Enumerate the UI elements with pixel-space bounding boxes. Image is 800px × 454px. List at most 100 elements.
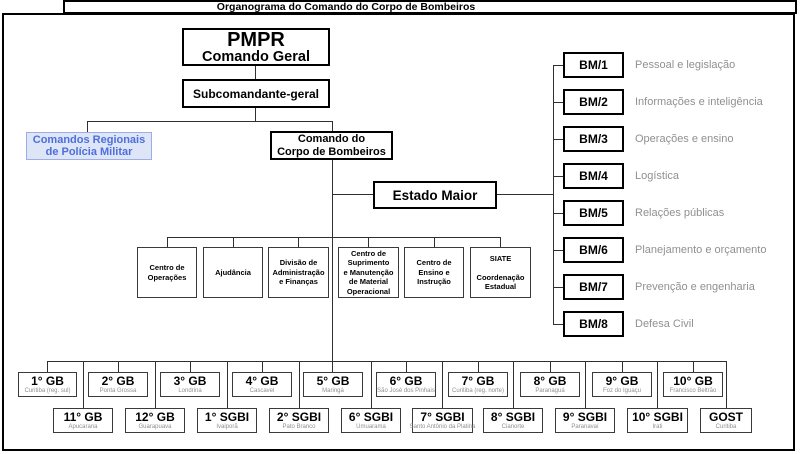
- node-comandos-regionais: Comandos Regionais de Polícia Militar: [26, 132, 152, 160]
- unit-code: 1° SGBI: [204, 410, 250, 424]
- connector-line: [371, 361, 372, 408]
- node-comando-corpo-bombeiros: Comando do Corpo de Bombeiros: [270, 131, 393, 160]
- node-bm-4: BM/4: [563, 163, 624, 189]
- unit-code: 6° GB: [389, 374, 423, 388]
- unit-city: Paranaguá: [535, 388, 565, 394]
- bm-1-label: Pessoal e legislação: [635, 59, 736, 71]
- unit-city: Ponta Grossa: [99, 388, 137, 394]
- bm-5-label: Relações públicas: [635, 207, 725, 219]
- unit-city: Francisco Beltrão: [669, 388, 717, 394]
- connector-line: [553, 139, 563, 140]
- node-centro-ensino: Centro de Ensino e Instrução: [404, 247, 464, 298]
- connector-line: [255, 66, 256, 79]
- unit-code: 10° GB: [673, 374, 713, 388]
- connector-line: [553, 65, 554, 324]
- connector-line: [167, 237, 501, 238]
- bm-3-label: Operações e ensino: [635, 133, 734, 145]
- node-unit: 9° GB Foz do Iguaçu: [592, 372, 652, 397]
- chart-border: [2, 13, 795, 451]
- node-unit: 1° SGBI Ivaiporã: [197, 408, 257, 433]
- connector-line: [553, 65, 563, 66]
- node-bm-1: BM/1: [563, 52, 624, 78]
- unit-city: Cianorte: [501, 424, 525, 430]
- unit-city: Guarapuava: [138, 424, 172, 430]
- connector-line: [553, 250, 563, 251]
- unit-code: 2° GB: [101, 374, 135, 388]
- connector-line: [657, 361, 658, 408]
- connector-line: [118, 361, 119, 372]
- unit-code: 9° SGBI: [562, 410, 608, 424]
- connector-line: [693, 361, 694, 372]
- node-divisao-administracao: Divisão de Administração e Finanças: [268, 247, 329, 298]
- connector-line: [332, 160, 333, 361]
- connector-line: [227, 361, 228, 408]
- chart-title: Organograma do Comando do Corpo de Bombe…: [63, 0, 797, 14]
- connector-line: [553, 324, 563, 325]
- connector-line: [368, 237, 369, 247]
- node-unit: 2° GB Ponta Grossa: [88, 372, 148, 397]
- unit-city: Paranavaí: [571, 424, 599, 430]
- connector-line: [47, 361, 726, 362]
- connector-line: [553, 213, 563, 214]
- connector-line: [726, 361, 727, 408]
- unit-code: 11° GB: [63, 410, 103, 424]
- node-ajudancia: Ajudância: [203, 247, 263, 298]
- bm-6-label: Planejamento e orçamento: [635, 244, 767, 256]
- connector-line: [87, 121, 333, 122]
- connector-line: [87, 121, 88, 132]
- connector-line: [299, 361, 300, 408]
- connector-line: [497, 194, 553, 195]
- bm-8-label: Defesa Civil: [635, 318, 694, 330]
- unit-code: 9° GB: [605, 374, 639, 388]
- connector-line: [500, 237, 501, 247]
- connector-line: [553, 287, 563, 288]
- node-bm-3: BM/3: [563, 126, 624, 152]
- connector-line: [332, 361, 333, 372]
- unit-code: 1° GB: [31, 374, 64, 388]
- unit-code: 8° SGBI: [490, 410, 536, 424]
- node-unit: 6° GB São José dos Pinhais: [376, 372, 436, 397]
- connector-line: [47, 361, 48, 372]
- node-bm-2: BM/2: [563, 89, 624, 115]
- unit-code: 5° GB: [316, 374, 350, 388]
- unit-city: Maringá: [322, 388, 344, 394]
- connector-line: [478, 361, 479, 372]
- node-unit: 12° GB Guarapuava: [125, 408, 185, 433]
- connector-line: [553, 102, 563, 103]
- unit-code: 8° GB: [533, 374, 567, 388]
- connector-line: [434, 237, 435, 247]
- unit-code: 10° SGBI: [632, 410, 683, 424]
- node-centro-operacoes: Centro de Operações: [137, 247, 197, 298]
- node-unit: 8° GB Paranaguá: [520, 372, 580, 397]
- connector-line: [442, 361, 443, 408]
- connector-line: [332, 121, 333, 131]
- unit-code: 3° GB: [173, 374, 207, 388]
- node-unit: 5° GB Maringá: [303, 372, 363, 397]
- unit-city: Irati: [652, 424, 663, 430]
- connector-line: [513, 361, 514, 408]
- connector-line: [167, 237, 168, 247]
- node-unit: 11° GB Apucarana: [53, 408, 113, 433]
- node-bm-6: BM/6: [563, 237, 624, 263]
- connector-line: [190, 361, 191, 372]
- unit-code: 6° SGBI: [348, 410, 394, 424]
- node-unit: 9° SGBI Paranavaí: [555, 408, 615, 433]
- node-unit: 8° SGBI Cianorte: [483, 408, 543, 433]
- node-unit: 2° SGBI Pato Branco: [269, 408, 329, 433]
- node-bm-8: BM/8: [563, 311, 624, 337]
- node-unit: 6° SGBI Umuarama: [341, 408, 401, 433]
- pmpr-title: PMPR: [227, 28, 285, 51]
- unit-code: 4° GB: [245, 374, 279, 388]
- node-unit: 1° GB Curitiba (reg. sul): [18, 372, 77, 397]
- unit-code: 7° GB: [461, 374, 495, 388]
- pmpr-subtitle: Comando Geral: [202, 48, 310, 65]
- unit-code: GOST: [708, 410, 743, 424]
- node-pmpr: PMPR Comando Geral: [182, 28, 330, 66]
- connector-line: [298, 237, 299, 247]
- unit-code: 12° GB: [135, 410, 175, 424]
- unit-city: Santo Antônio da Platina: [409, 424, 476, 430]
- unit-city: Curitiba (reg. norte): [451, 388, 505, 394]
- connector-line: [155, 361, 156, 408]
- unit-city: Ivaiporã: [216, 424, 238, 430]
